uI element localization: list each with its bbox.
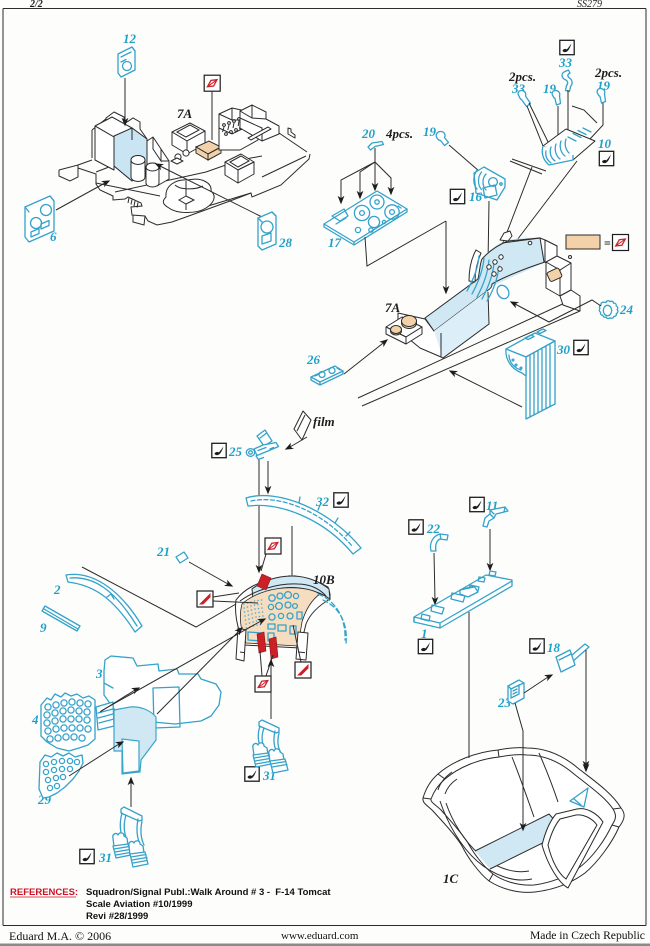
svg-text:4pcs.: 4pcs. (385, 126, 413, 141)
svg-text:17: 17 (328, 235, 342, 250)
svg-text:31: 31 (98, 850, 112, 865)
svg-text:1C: 1C (443, 871, 459, 886)
svg-text:19: 19 (423, 124, 437, 139)
svg-text:4: 4 (31, 712, 39, 727)
svg-text:Made in Czech Republic: Made in Czech Republic (530, 929, 645, 942)
svg-text:Squadron/Signal Publ.:Walk Aro: Squadron/Signal Publ.:Walk Around # 3 - … (86, 887, 331, 898)
svg-text:30: 30 (556, 342, 571, 357)
svg-text:32: 32 (315, 494, 330, 509)
svg-text:21: 21 (156, 544, 170, 559)
svg-text:10: 10 (598, 136, 612, 151)
svg-text:2pcs.: 2pcs. (594, 65, 622, 80)
svg-text:22: 22 (426, 521, 441, 536)
svg-text:7A: 7A (385, 300, 401, 315)
svg-text:12: 12 (123, 31, 137, 46)
svg-text:28: 28 (278, 235, 293, 250)
svg-text:Revi #28/1999: Revi #28/1999 (86, 911, 148, 922)
svg-text:www.eduard.com: www.eduard.com (281, 930, 359, 942)
svg-text:24: 24 (619, 302, 634, 317)
svg-text:REFERENCES:: REFERENCES: (10, 887, 78, 898)
svg-text:7A: 7A (177, 106, 193, 121)
svg-text:Scale Aviation #10/1999: Scale Aviation #10/1999 (86, 899, 193, 910)
svg-text:=: = (604, 236, 611, 250)
svg-text:16: 16 (469, 189, 483, 204)
svg-text:3: 3 (95, 666, 103, 681)
svg-text:26: 26 (306, 352, 321, 367)
svg-text:33: 33 (558, 55, 573, 70)
svg-text:6: 6 (50, 229, 57, 244)
svg-text:9: 9 (40, 620, 47, 635)
svg-text:SS279: SS279 (577, 0, 602, 10)
svg-text:10B: 10B (313, 572, 335, 587)
svg-text:2pcs.: 2pcs. (508, 69, 536, 84)
svg-text:2: 2 (53, 582, 61, 597)
svg-text:2/2: 2/2 (29, 0, 43, 10)
svg-text:20: 20 (361, 126, 376, 141)
svg-text:Eduard M.A. © 2006: Eduard M.A. © 2006 (9, 929, 111, 943)
svg-text:film: film (313, 414, 335, 429)
svg-text:25: 25 (228, 444, 243, 459)
svg-text:18: 18 (547, 640, 561, 655)
svg-text:1: 1 (421, 626, 428, 641)
